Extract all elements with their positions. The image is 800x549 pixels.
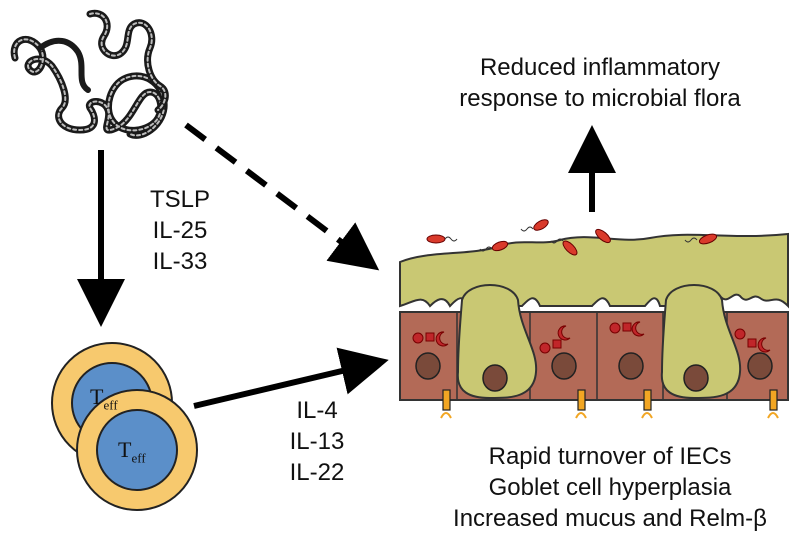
alarmin-il33: IL-33 [152, 248, 208, 275]
mucus-layer [399, 232, 789, 309]
commensal-bacteria [426, 219, 718, 256]
arrow-tcell-to-epithelium [193, 347, 389, 409]
alarmin-cytokines-label: TSLP IL-25 IL-33 [130, 184, 230, 277]
teff-front-main: T [118, 437, 132, 462]
teff-cell-front [76, 389, 198, 511]
effect-goblet-hyperplasia: Goblet cell hyperplasia [488, 474, 732, 501]
intestinal-epithelium [399, 219, 789, 419]
teff-front-sub: eff [131, 450, 146, 466]
cytokine-il22: IL-22 [289, 459, 345, 486]
effect-turnover: Rapid turnover of IECs [488, 443, 732, 470]
epithelial-effects-label: Rapid turnover of IECs Goblet cell hyper… [430, 441, 790, 534]
effect-mucus-relm: Increased mucus and Relm-β [453, 505, 767, 532]
cell-nuclei [415, 352, 773, 392]
cytokine-il4: IL-4 [296, 397, 338, 424]
goblet-cell-1 [456, 284, 538, 400]
teff-back-label: Teff [90, 384, 118, 413]
outcome-label: Reduced inflammatory response to microbi… [420, 52, 780, 114]
th2-cytokines-label: IL-4 IL-13 IL-22 [262, 395, 372, 488]
secretory-granules [412, 321, 771, 354]
teff-front-label: Teff [118, 437, 146, 466]
basolateral-receptors [440, 389, 779, 419]
teff-back-sub: eff [103, 397, 118, 413]
teff-back-main: T [90, 384, 104, 409]
cytokine-il13: IL-13 [289, 428, 345, 455]
dashed-arrow-worm-to-epithelium [184, 122, 380, 271]
alarmin-tslp: TSLP [149, 186, 211, 213]
outcome-line-2: response to microbial flora [459, 85, 741, 112]
alarmin-il25: IL-25 [152, 217, 208, 244]
helminth-worm-icon [10, 9, 169, 139]
goblet-cell-2 [660, 284, 742, 400]
outcome-line-1: Reduced inflammatory [479, 54, 721, 81]
